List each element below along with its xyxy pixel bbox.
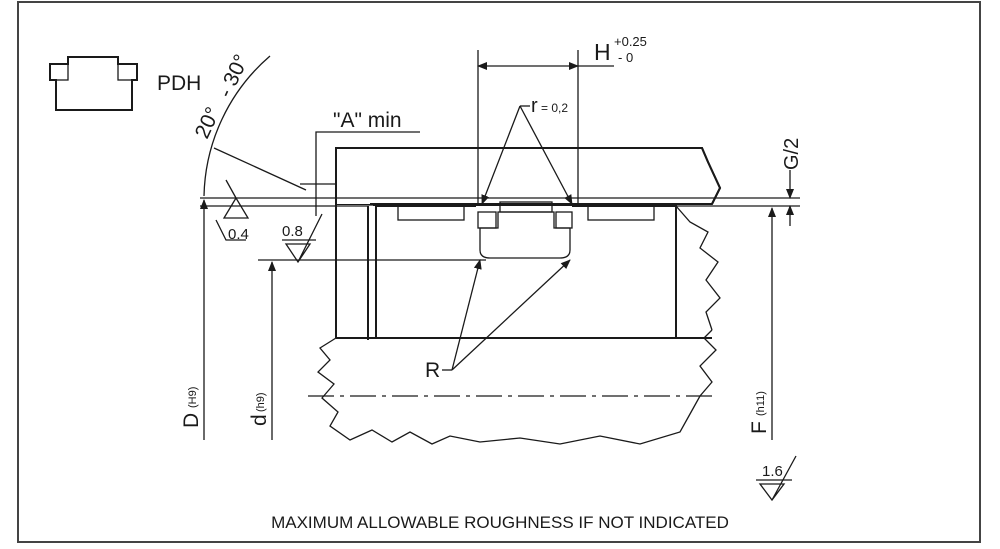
- pdh-seal-symbol: [49, 56, 138, 111]
- roughness-0-8-label: 0.8: [282, 223, 303, 240]
- roughness-symbol-1-6: [756, 455, 797, 502]
- roughness-note: MAXIMUM ALLOWABLE ROUGHNESS IF NOT INDIC…: [271, 513, 729, 532]
- angle-from-label: 20°: [191, 104, 225, 143]
- seal-profile: [477, 201, 573, 259]
- roughness-symbol-0-8: [282, 213, 323, 264]
- rod-section: [317, 329, 717, 445]
- roughness-symbol-0-4: [215, 179, 250, 241]
- h-tolerance-upper: +0.25: [614, 34, 647, 49]
- pdh-label: PDH: [157, 72, 201, 95]
- d-rod-label: d: [248, 414, 271, 426]
- f-dia-label: F: [748, 421, 771, 434]
- angle-to-label: - 30°: [214, 51, 254, 101]
- roughness-1-6-label: 1.6: [762, 463, 783, 480]
- a-min-label: "A" min: [333, 109, 402, 132]
- f-dia-fit: (h11): [755, 391, 767, 416]
- g-half-label: G/2: [781, 138, 803, 170]
- frame-border: [17, 1, 981, 543]
- d-bore-fit: (H9): [187, 387, 199, 408]
- roughness-0-4-label: 0.4: [228, 226, 249, 243]
- chamfer-angle-arc: [203, 55, 271, 197]
- d-rod-fit: (h9): [255, 392, 267, 412]
- h-tolerance-lower: - 0: [618, 50, 633, 65]
- h-dimension-label: H: [594, 39, 611, 65]
- r-small-label: r: [531, 95, 538, 117]
- housing-section: [335, 147, 722, 205]
- d-bore-label: D: [180, 413, 203, 428]
- r-small-value: = 0,2: [541, 101, 568, 115]
- r-big-label: R: [425, 359, 440, 382]
